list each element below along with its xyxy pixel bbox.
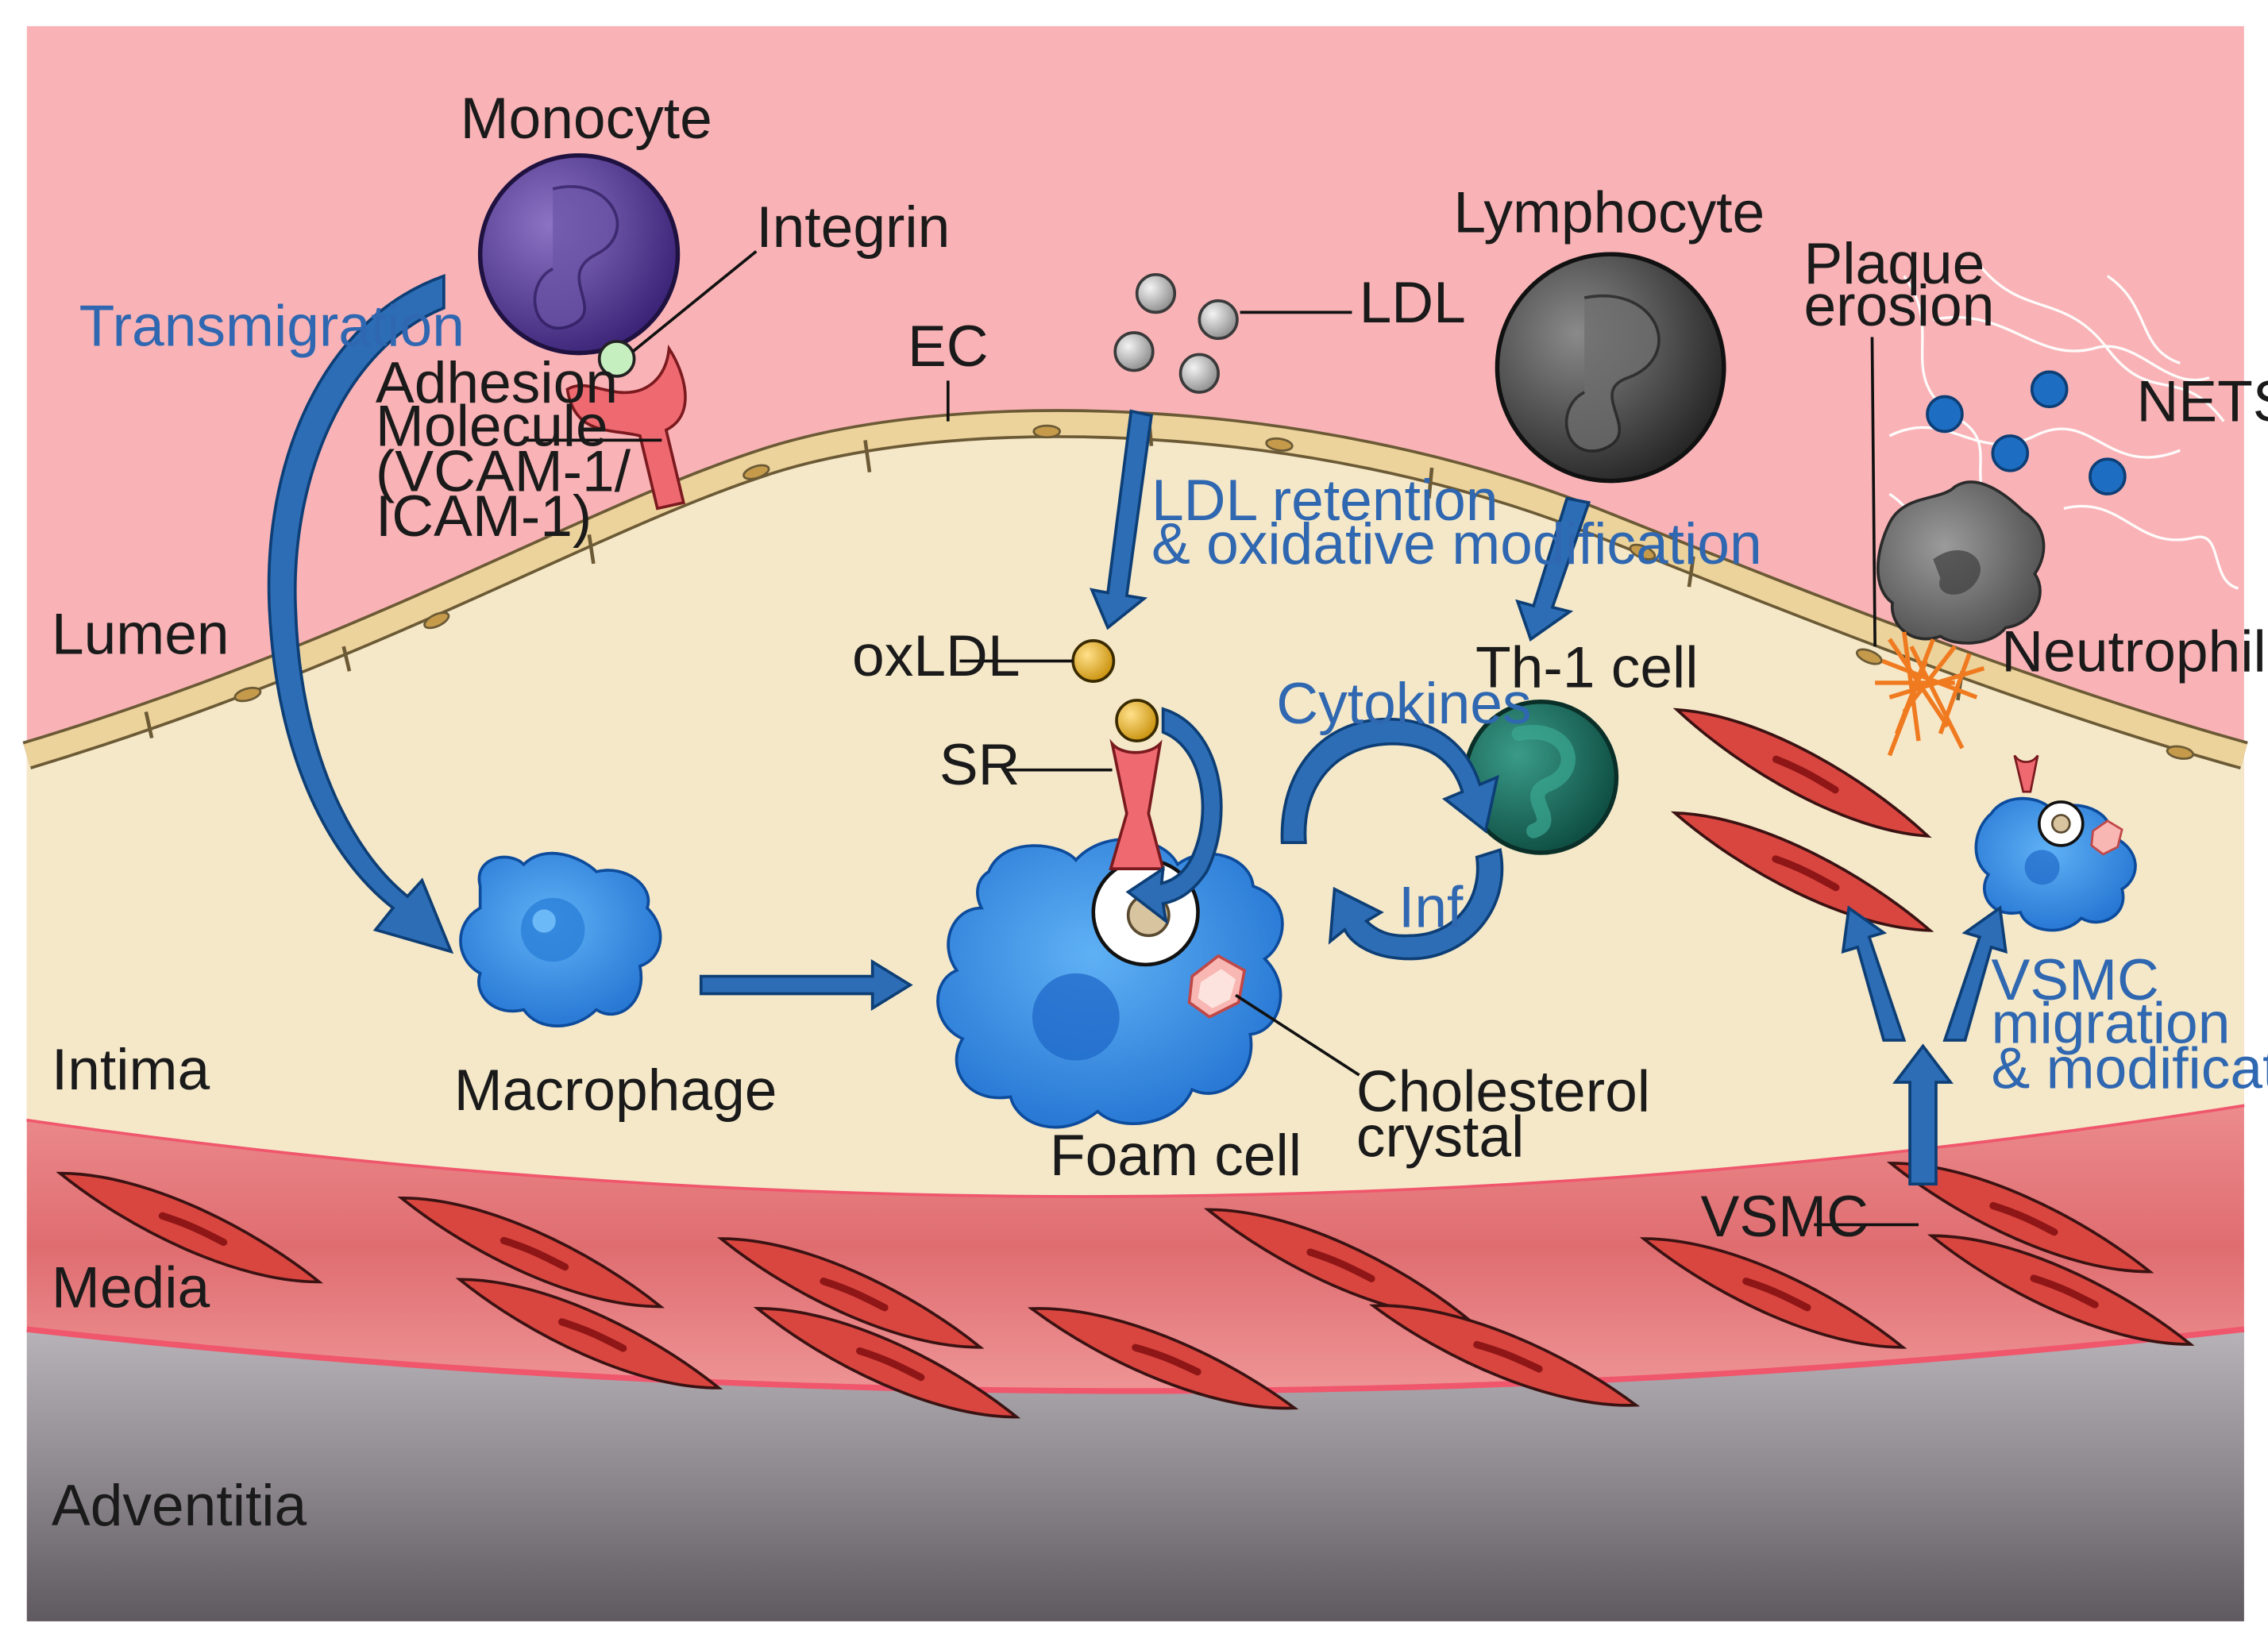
label-integrin: Integrin [756,195,950,260]
ldl-retention-arrow [1089,409,1153,630]
label-foam-cell: Foam cell [1050,1123,1302,1188]
vsmc-derived-cell [1974,754,2137,932]
label-plaque-1: Plaque [1803,231,1984,296]
label-adhesion-4: ICAM-1) [376,484,592,549]
uptake-arrow [1125,707,1223,925]
label-adhesion-1: Adhesion [376,350,618,415]
leader-lines [523,250,1919,1227]
lymphocyte [1495,252,1726,484]
neutrophil [1876,480,2046,645]
fibrin-mesh [1875,631,1985,757]
label-nets: NETS [2136,369,2268,434]
label-neutrophil: Neutrophil [2001,619,2266,684]
label-cholesterol-1: Cholesterol [1356,1059,1650,1124]
label-lymphocyte: Lymphocyte [1453,180,1765,245]
label-adhesion-3: (VCAM-1/ [376,438,631,503]
label-vsmc: VSMC [1701,1184,1869,1249]
label-plaque-2: erosion [1803,273,1994,338]
label-lumen: Lumen [52,601,230,666]
label-vsmc-migration-3: & modification [1991,1035,2268,1101]
ldl-particles [1113,272,1239,394]
vsmc-left-arrow [1841,905,1907,1042]
label-sr: SR [939,732,1020,797]
label-ldl-retention-1: LDL retention [1151,468,1498,533]
scavenger-receptor-icon [1109,738,1165,870]
label-ldl: LDL [1360,270,1466,335]
label-cholesterol-2: crystal [1356,1104,1524,1169]
external-elastic-lamina [26,1326,2245,1394]
cholesterol-crystal-icon [1187,954,1247,1019]
integrin-icon [597,340,636,378]
cytokines-arrow [1280,717,1499,845]
label-vsmc-migration-2: migration [1991,991,2230,1056]
label-transmigration: Transmigration [79,293,465,358]
label-inf: Inf [1398,874,1464,939]
arrows [267,274,2008,1185]
label-macrophage: Macrophage [454,1058,777,1123]
oxldl-bound-particle [1115,699,1159,742]
label-intima: Intima [52,1037,210,1102]
label-ldl-retention-2: & oxidative modification [1151,511,1762,576]
label-adhesion-2: Molecule [376,394,608,459]
macrophage-to-foam-arrow [699,958,913,1012]
label-th1: Th-1 cell [1475,634,1699,700]
adhesion-molecule-icon [565,344,687,511]
oxldl-particle [1071,639,1116,683]
label-oxldl: oxLDL [852,623,1020,688]
label-ec: EC [908,314,989,379]
lymphocyte-arrow [1515,496,1591,642]
endothelium-layer [22,409,2248,770]
inflammation-arrow [1328,847,1504,961]
th1-cell [1463,699,1619,855]
vsmc-right-arrow [1942,905,2008,1042]
monocyte [477,153,681,356]
label-monocyte: Monocyte [461,86,712,151]
label-adventitia: Adventitia [52,1473,307,1538]
transmigration-arrow [267,274,454,954]
label-media: Media [52,1255,210,1320]
adventitia-region [26,1329,2244,1621]
macrophage [459,851,662,1027]
label-vsmc-migration-1: VSMC [1991,947,2158,1012]
vsmc-up-arrow [1892,1043,1954,1185]
nets-particles [1926,370,2127,495]
label-cytokines: Cytokines [1276,671,1531,736]
